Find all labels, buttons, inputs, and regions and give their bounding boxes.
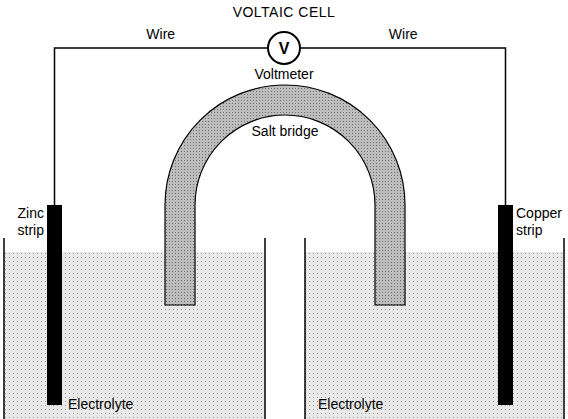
part-label: Zinc strip	[0, 205, 44, 239]
wire-label: Wire	[387, 26, 420, 43]
copper-electrode: Copper strip	[498, 205, 513, 405]
electrolyte-label: Electrolyte	[68, 396, 178, 413]
salt-bridge-label: Salt bridge	[240, 123, 330, 140]
part-label: Voltmeter	[254, 66, 313, 83]
electrolyte-fill	[4, 252, 265, 419]
part-label: Copper strip	[516, 205, 566, 239]
wire-label: Wire	[144, 26, 177, 43]
meter-letter: V	[279, 40, 290, 57]
beaker-wall	[4, 238, 265, 419]
wire	[55, 48, 268, 205]
beaker-wall	[305, 238, 564, 419]
zinc-electrode: Zinc strip	[47, 205, 62, 405]
salt-bridge-tube	[165, 85, 405, 305]
voltmeter-symbol: VVoltmeter	[267, 31, 301, 65]
electrolyte-fill	[305, 252, 564, 419]
wire	[301, 48, 506, 205]
electrolyte-label: Electrolyte	[318, 396, 428, 413]
diagram-title: VOLTAIC CELL	[0, 4, 568, 21]
